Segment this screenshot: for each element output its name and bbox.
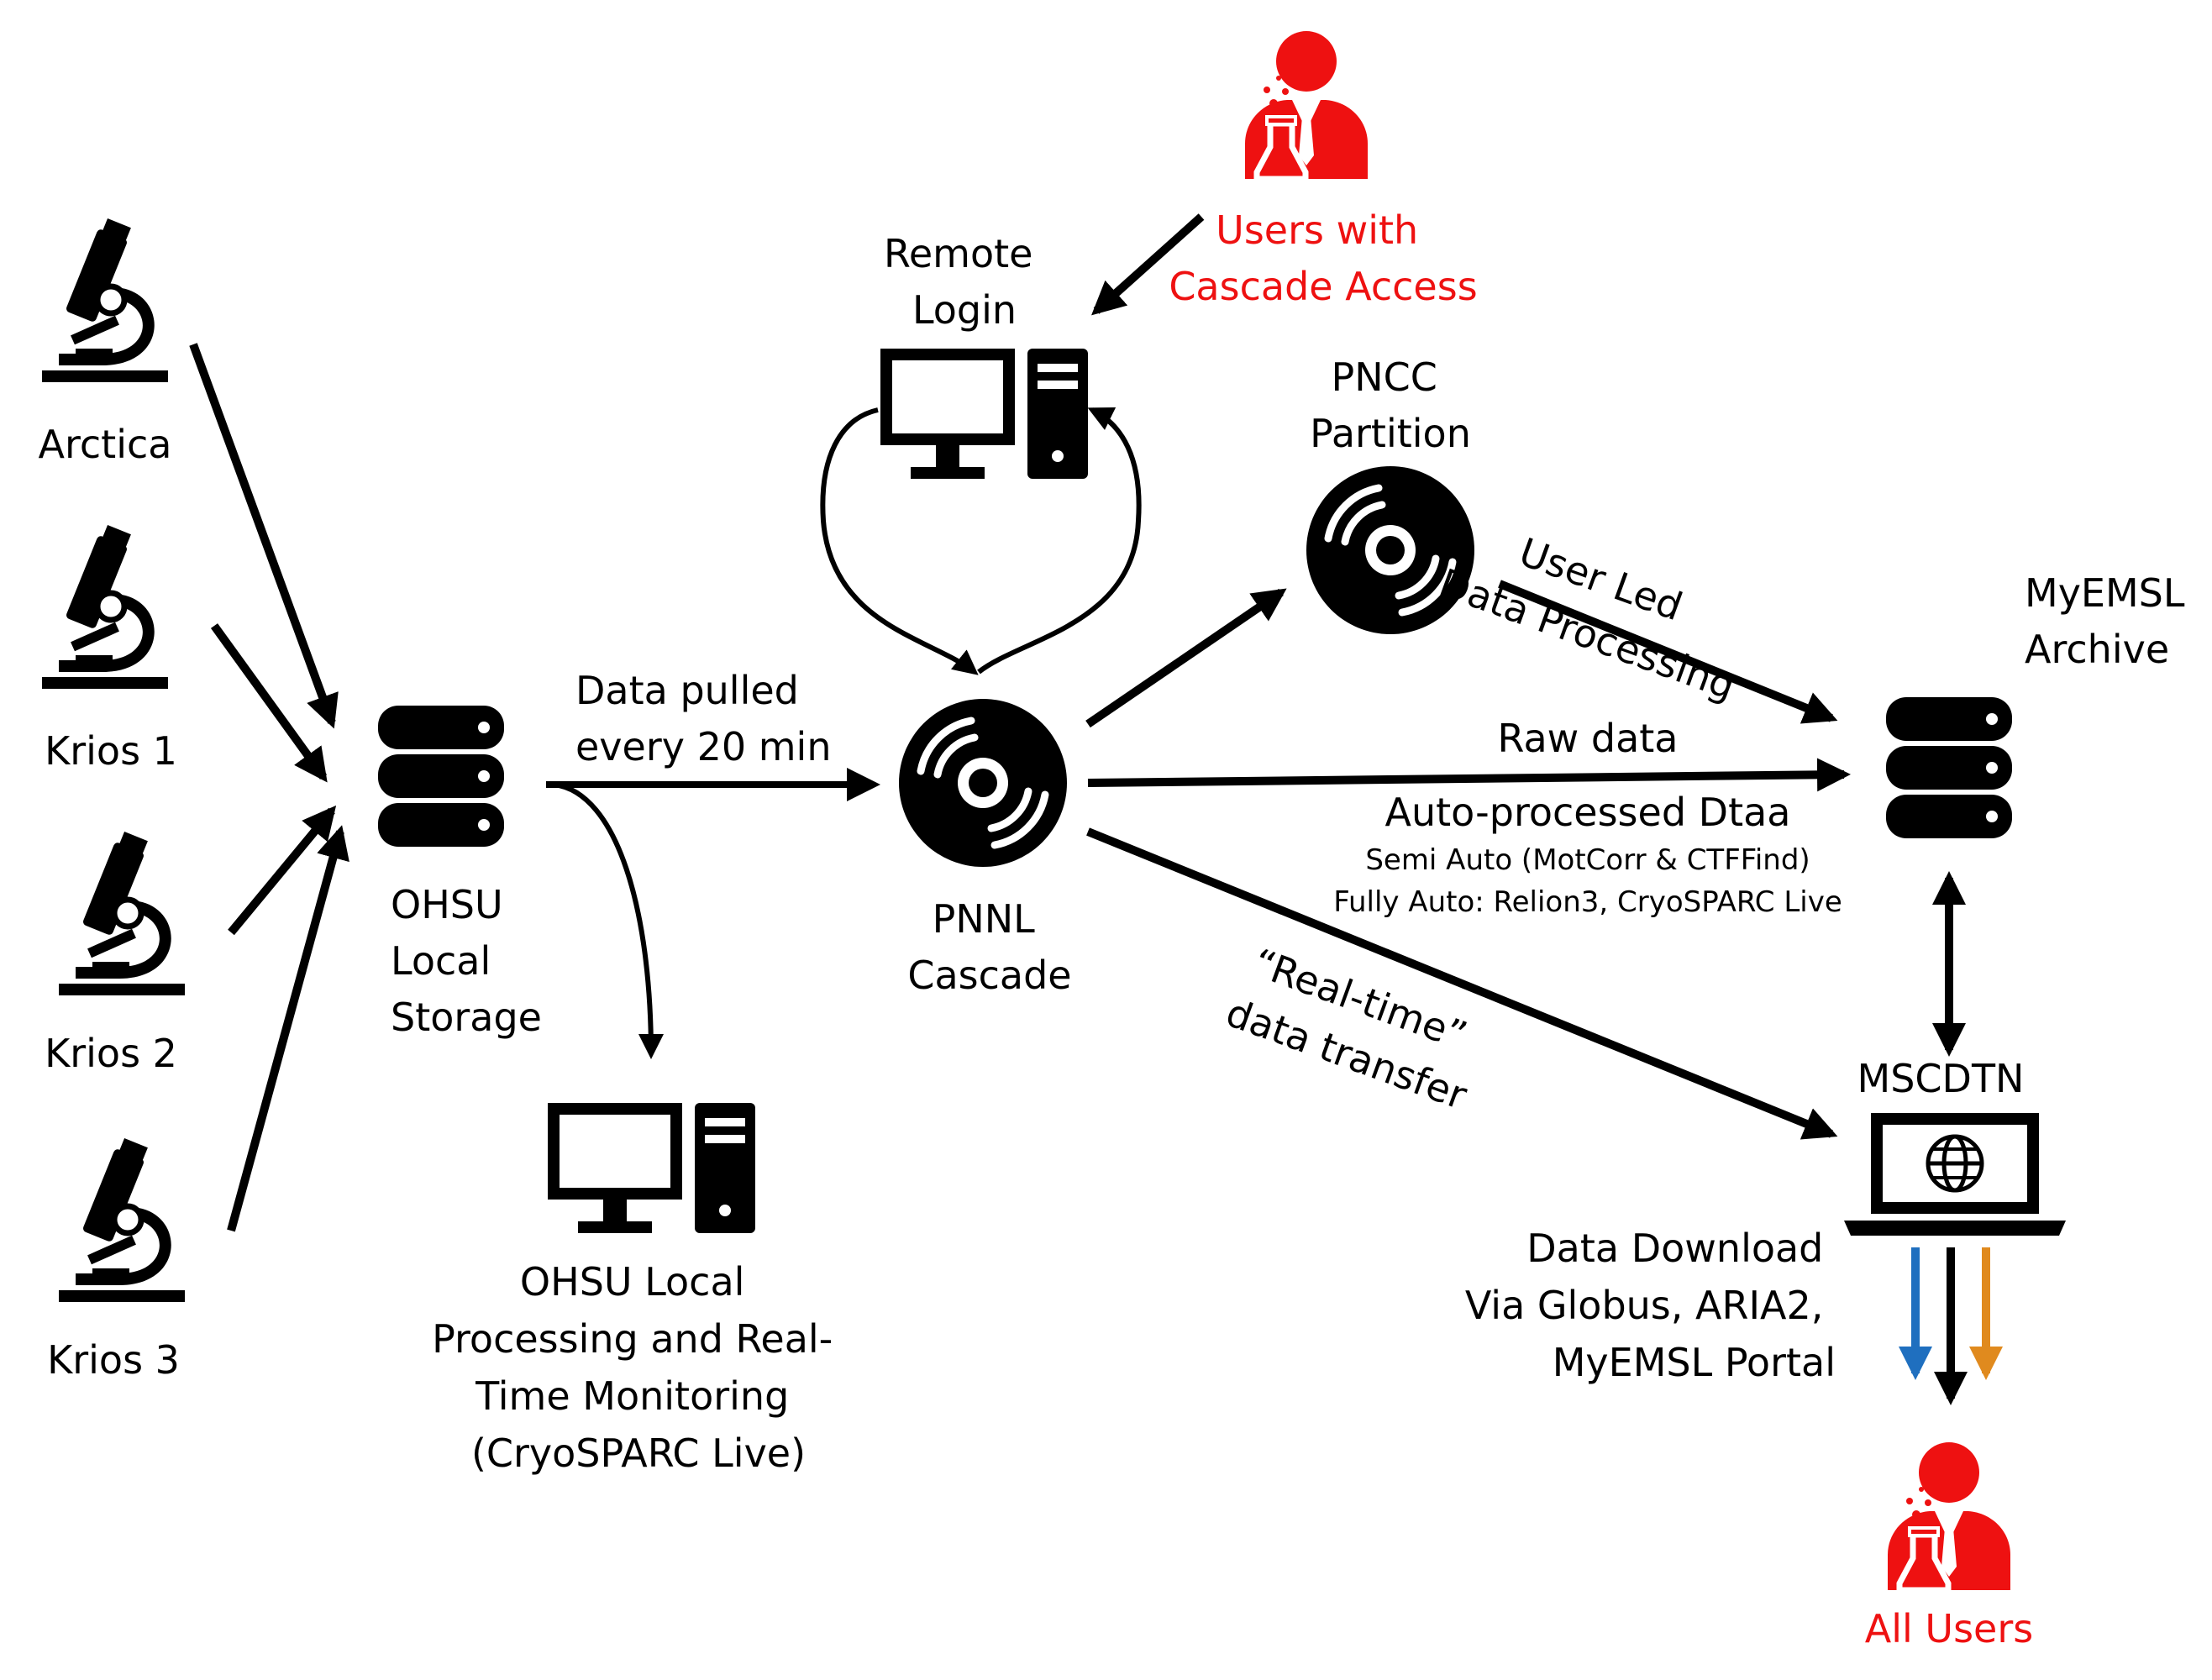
arrow-remote-loop-return xyxy=(977,407,1142,675)
arrow-krios1-to-storage xyxy=(210,623,328,783)
microscope-label-arctica: Arctica xyxy=(39,422,172,467)
cascade-users-label: Users with Cascade Access xyxy=(1169,207,1477,309)
arrow-cascade-to-pncc xyxy=(1085,588,1287,728)
desktop-computer-icon xyxy=(548,1103,755,1233)
pncc-label: PNCC Partition xyxy=(1310,354,1471,456)
arrow-krios3-to-storage xyxy=(227,825,349,1232)
pull-interval-label: Data pulled every 20 min xyxy=(575,668,831,769)
all-users-label: All Users xyxy=(1865,1606,2033,1651)
download-label: Data Download Via Globus, ARIA2, MyEMSL … xyxy=(1465,1226,1836,1385)
microscope-icon xyxy=(42,525,168,689)
scientist-icon xyxy=(1888,1442,2010,1590)
ohsu-processing-label: OHSU Local Processing and Real- Time Mon… xyxy=(432,1259,845,1476)
archive-label: MyEMSL Archive xyxy=(2025,570,2197,672)
desktop-computer-icon xyxy=(880,349,1088,479)
auto-processed-fully: Fully Auto: Relion3, CryoSPARC Live xyxy=(1333,885,1842,919)
microscope-label-krios-3: Krios 3 xyxy=(47,1337,180,1383)
laptop-globe-icon xyxy=(1844,1113,2066,1236)
auto-processed-title: Auto-processed Dtaa xyxy=(1385,790,1791,835)
microscope-label-krios-2: Krios 2 xyxy=(45,1031,177,1076)
arrow-cascade-to-archive xyxy=(1087,758,1851,792)
realtime-transfer-label: “Real-time” data transfer xyxy=(1221,937,1492,1118)
arrow-krios2-to-storage xyxy=(228,805,337,936)
arrow-cascade-to-mscdtn xyxy=(1086,827,1838,1140)
microscope-icon xyxy=(42,218,168,382)
arrow-remote-loop xyxy=(820,407,979,675)
microscope-label-krios-1: Krios 1 xyxy=(45,728,177,774)
arrow-pncc-to-archive xyxy=(1498,580,1838,724)
auto-processed-semi: Semi Auto (MotCorr & CTFFind) xyxy=(1365,843,1810,877)
microscope-icon xyxy=(59,832,185,995)
mscdtn-label: MSCDTN xyxy=(1857,1056,2025,1101)
ohsu-storage-label: OHSU Local Storage xyxy=(391,882,542,1040)
remote-login-label: Remote Login xyxy=(884,231,1045,333)
database-icon xyxy=(378,706,504,847)
cascade-label: PNNL Cascade xyxy=(907,896,1071,998)
arrow-arctica-to-storage xyxy=(189,343,339,729)
arrow-users-to-remote-login xyxy=(1091,213,1205,316)
microscope-icon xyxy=(59,1138,185,1302)
disk-icon xyxy=(1306,466,1474,634)
user-led-label: User Led Data Processing xyxy=(1433,507,1760,708)
arrow-storage-to-local-processing xyxy=(554,782,664,1059)
database-icon xyxy=(1886,697,2012,838)
raw-data-label: Raw data xyxy=(1498,716,1679,761)
disk-icon xyxy=(899,699,1067,867)
scientist-icon xyxy=(1245,31,1368,179)
